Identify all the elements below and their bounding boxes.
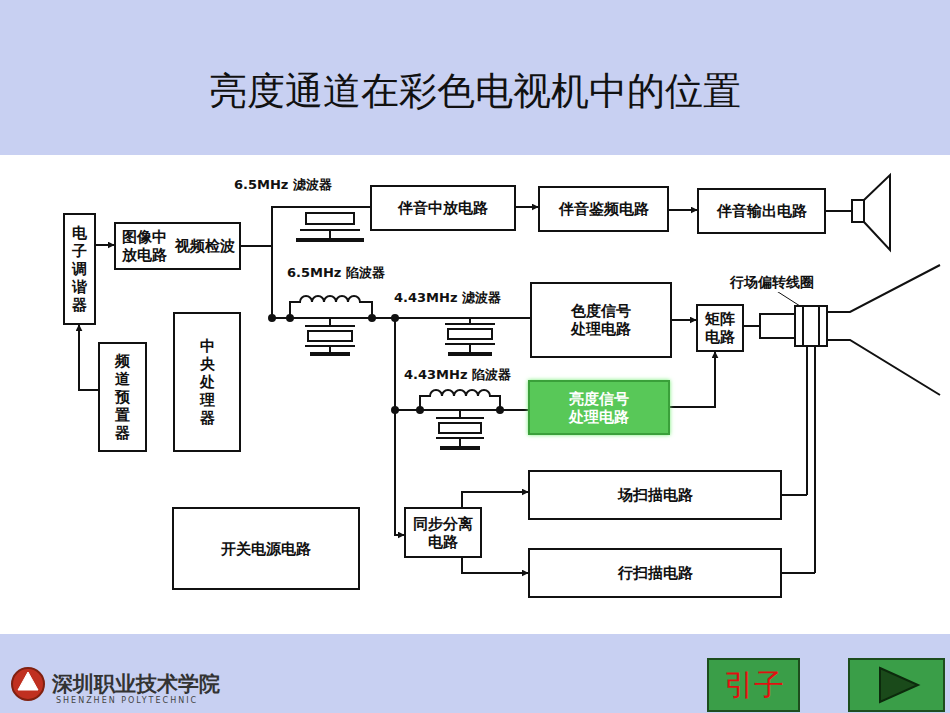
junction-dot (269, 315, 275, 321)
box-label: 伴音鉴频电路 (559, 200, 649, 218)
box-label: 亮度信号 处理电路 (565, 390, 634, 426)
component-label: 6.5MHz 滤波器 (232, 176, 334, 194)
junction-dot (392, 315, 398, 321)
junction-dot (392, 407, 398, 413)
box-label: 频道预置器 (115, 352, 130, 442)
process-box: 伴音鉴频电路 (538, 186, 669, 232)
signal-connector (241, 246, 530, 318)
box-label: 色度信号 处理电路 (567, 302, 636, 338)
nav-button: 引子 (707, 658, 800, 712)
component-label: 行场偏转线圈 (728, 274, 816, 292)
signal-connector (96, 244, 114, 246)
process-box: 同步分离 电路 (404, 507, 482, 558)
process-box: 伴音中放电路 (370, 185, 516, 231)
signal-connector (672, 319, 696, 321)
signal-connector (670, 352, 715, 407)
crystal-filter (445, 318, 495, 354)
logo-text: SHENZHEN POLYTECHNIC (56, 696, 198, 705)
logo-text: 深圳职业技术学院 (52, 670, 220, 698)
next-button (849, 659, 944, 711)
box-label: 场扫描电路 (618, 486, 693, 504)
process-box: 频道预置器 (98, 342, 147, 452)
signal-connector (462, 492, 528, 507)
speaker (826, 175, 890, 250)
slide-title: 亮度通道在彩色电视机中的位置 (0, 66, 950, 117)
box-label: 同步分离 电路 (410, 515, 476, 551)
process-box: 开关电源电路 (172, 507, 360, 590)
box-label: 伴音输出电路 (717, 202, 807, 220)
signal-connector (241, 246, 528, 410)
process-box: 伴音输出电路 (697, 188, 826, 234)
process-box: 图像中 放电路视频检波 (114, 222, 241, 270)
process-box: 场扫描电路 (528, 470, 782, 520)
component-label: 4.43MHz 陷波器 (402, 366, 513, 384)
crystal-filter (296, 207, 364, 240)
highlight-box: 亮度信号 处理电路 (528, 380, 670, 435)
trap-filter (287, 296, 375, 354)
box-label: 伴音中放电路 (398, 199, 488, 217)
signal-connector (516, 206, 538, 208)
box-label: 电子调谐器 (72, 224, 87, 314)
box-label: 矩阵 电路 (702, 310, 738, 346)
box-label: 视频检波 (175, 237, 235, 255)
logo-emblem (12, 668, 44, 700)
signal-connector (669, 209, 697, 211)
signal-connector (241, 246, 404, 535)
signal-connector (79, 325, 98, 390)
box-label: 开关电源电路 (221, 540, 311, 558)
box-label: 引子 (724, 667, 784, 703)
box-label: 行扫描电路 (618, 564, 693, 582)
picture-tube (740, 265, 940, 573)
trap-filter (417, 390, 503, 448)
process-box: 色度信号 处理电路 (530, 282, 672, 358)
box-label: 中央处理器 (200, 337, 215, 427)
box-label: 图像中 放电路 (121, 228, 169, 264)
process-box: 行扫描电路 (528, 548, 782, 598)
signal-connector (241, 207, 370, 246)
process-box: 矩阵 电路 (696, 304, 744, 352)
component-label: 6.5MHz 陷波器 (285, 264, 387, 282)
process-box: 中央处理器 (173, 312, 241, 452)
signal-connector (462, 558, 528, 573)
process-box: 电子调谐器 (63, 213, 96, 325)
component-label: 4.43MHz 滤波器 (392, 289, 503, 307)
